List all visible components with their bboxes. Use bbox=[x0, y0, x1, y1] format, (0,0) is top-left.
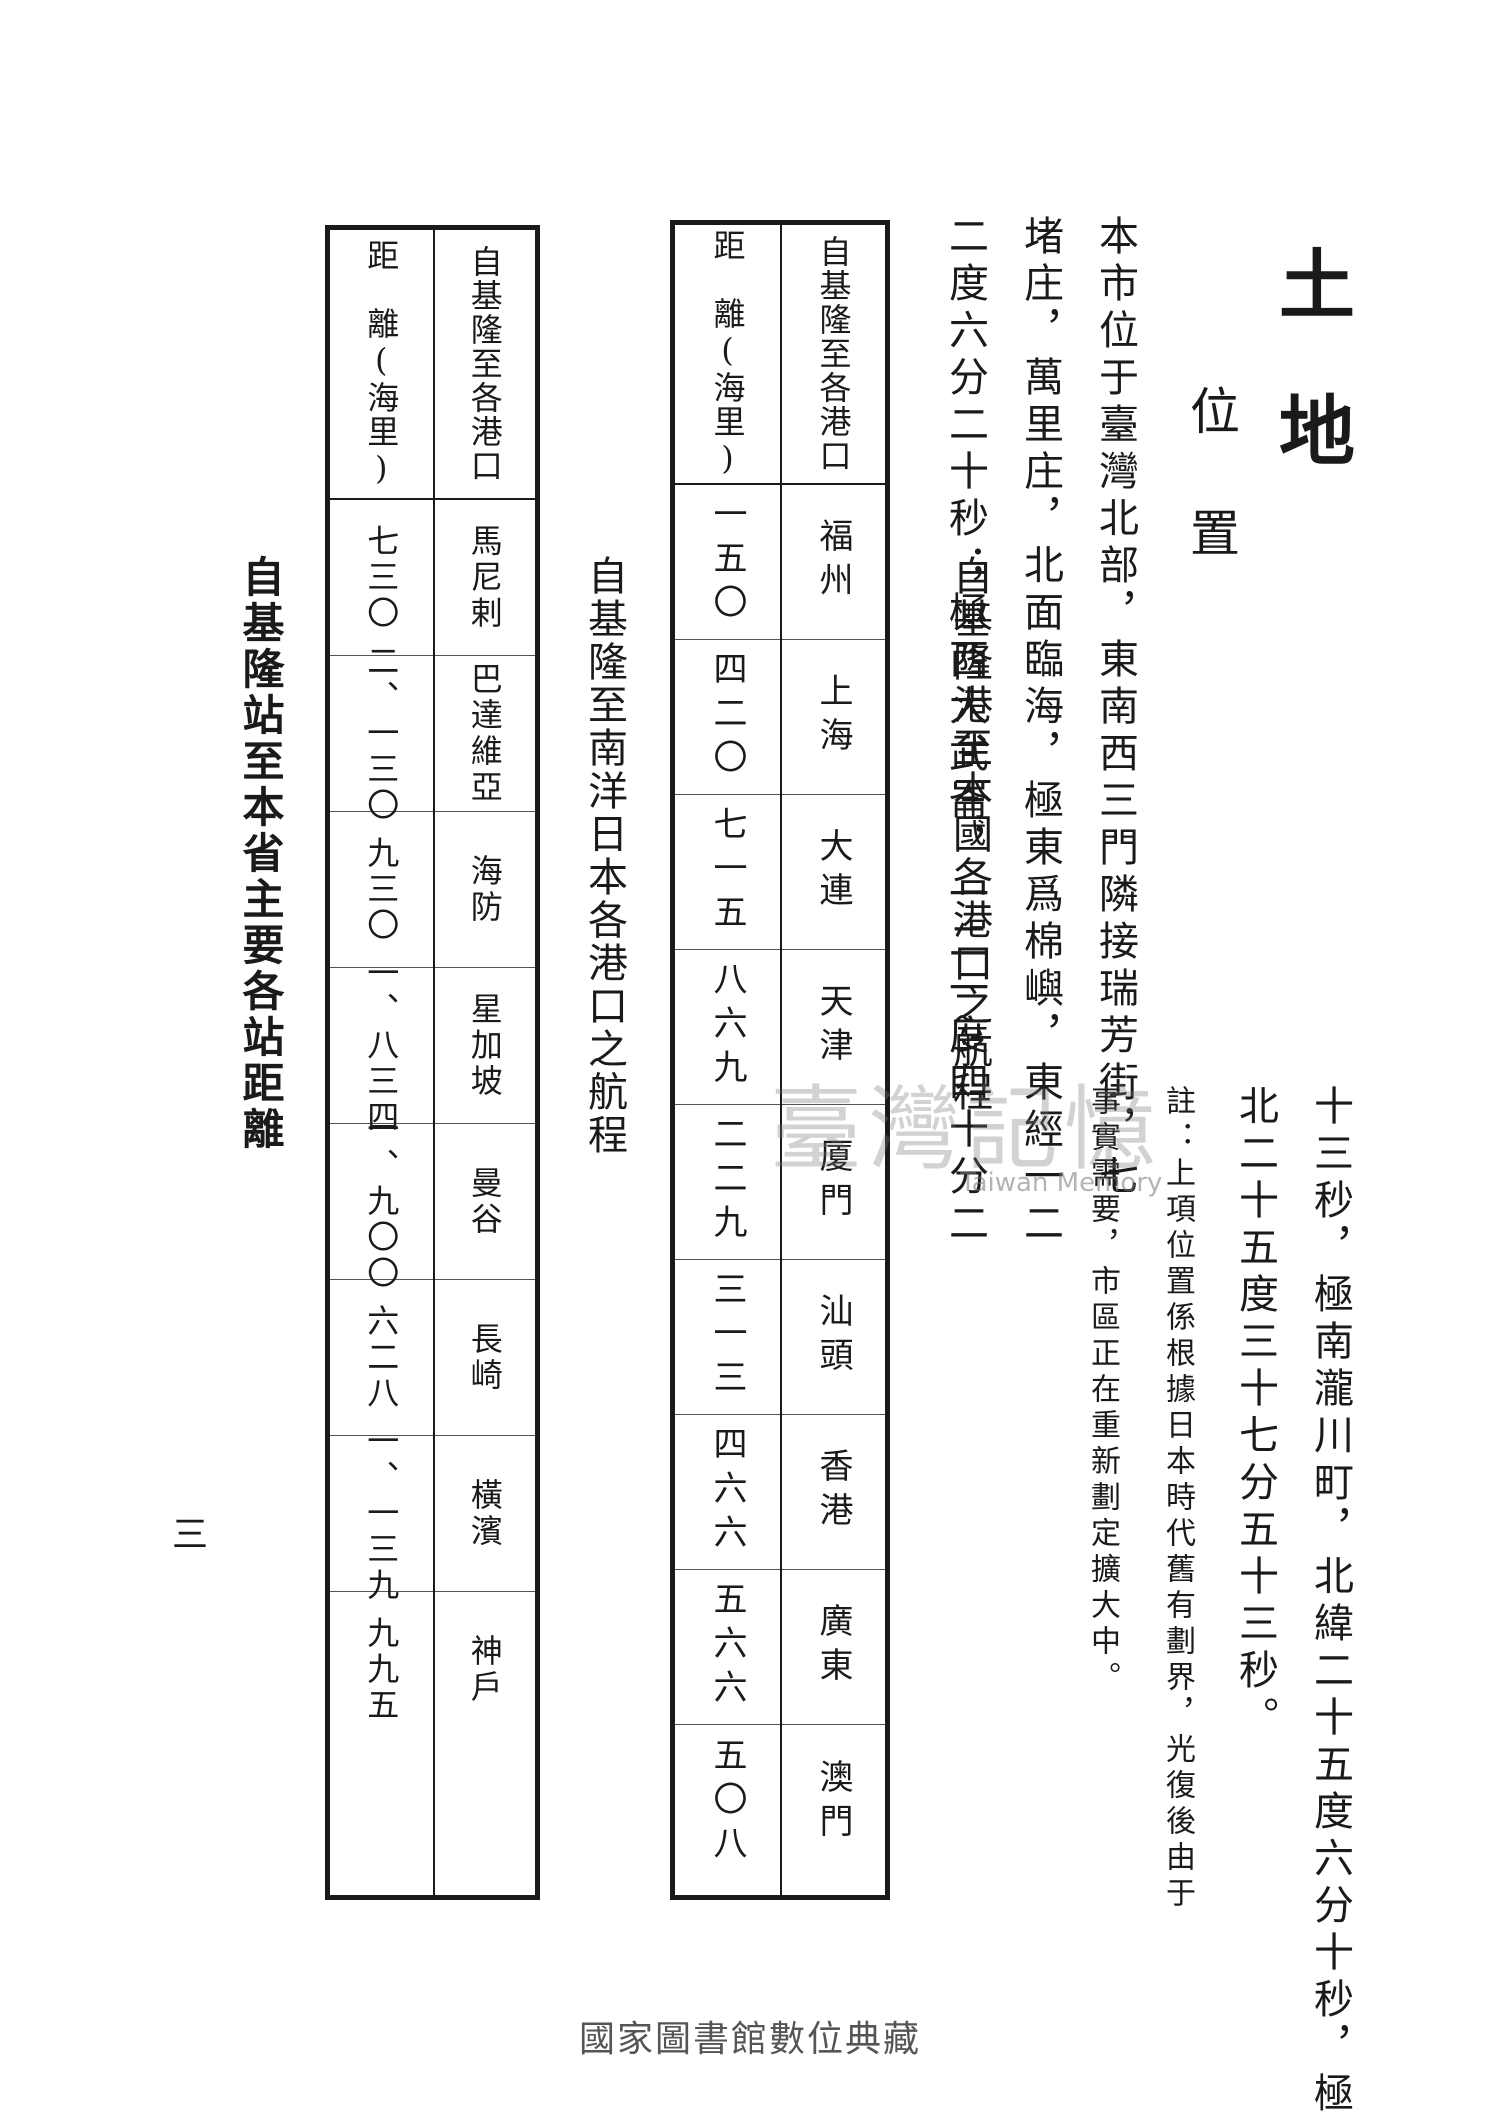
distance-cell: 四二〇 bbox=[675, 640, 780, 795]
distance-cell: 四六六 bbox=[675, 1415, 780, 1570]
route-column: 自基隆至各港口 馬尼剌 巴達維亞 海防 星加坡 曼谷 長崎 橫濱 神戶 bbox=[432, 230, 535, 1895]
distance-column: 距 離(海里) 七三〇 二、一三〇 九三〇 一、八三四 一、九〇〇 六二八 一、… bbox=[330, 230, 433, 1895]
paragraph-line-2: 堵庄，萬里庄，北面臨海，極東爲棉嶼，東經一二 bbox=[1017, 215, 1063, 1249]
port-cell: 星加坡 bbox=[434, 968, 535, 1124]
overseas-ports-table: 自基隆至各港口 馬尼剌 巴達維亞 海防 星加坡 曼谷 長崎 橫濱 神戶 距 離(… bbox=[325, 225, 540, 1900]
route-header: 自基隆至各港口 bbox=[434, 230, 535, 500]
port-cell: 福州 bbox=[782, 485, 885, 640]
note-line-1: 註：上項位置係根據日本時代舊有劃界，光復後由于 bbox=[1160, 1085, 1195, 1913]
paragraph-line-1: 本市位于臺灣北部，東南西三門隣接瑞芳街，七 bbox=[1092, 215, 1138, 1202]
port-cell: 長崎 bbox=[434, 1280, 535, 1436]
distance-cell: 七三〇 bbox=[330, 500, 433, 656]
distance-column: 距 離(海里) 一五〇 四二〇 七一五 八六九 二二九 三一三 四六六 五六六 … bbox=[675, 225, 780, 1895]
distance-cell: 一、九〇〇 bbox=[330, 1112, 433, 1292]
route-header: 自基隆至各港口 bbox=[782, 225, 885, 485]
port-cell: 神戶 bbox=[465, 1634, 504, 1706]
distance-cell: 七一五 bbox=[675, 795, 780, 950]
port-cell: 天津 bbox=[782, 950, 885, 1105]
distance-cell: 九三〇 bbox=[330, 812, 433, 968]
distance-header: 距 離(海里) bbox=[675, 225, 780, 485]
distance-cell: 八六九 bbox=[675, 950, 780, 1105]
port-cell: 大連 bbox=[782, 795, 885, 950]
footer-credit: 國家圖書館數位典藏 bbox=[578, 2019, 921, 2060]
distance-cell: 一五〇 bbox=[675, 485, 780, 640]
port-cell: 巴達維亞 bbox=[434, 656, 535, 812]
distance-cell: 一、八三四 bbox=[330, 956, 433, 1136]
distance-cell: 二二九 bbox=[675, 1105, 780, 1260]
page-number: 三 bbox=[166, 1515, 207, 1551]
subsection-heading: 位置 bbox=[1182, 385, 1240, 629]
port-cell: 厦門 bbox=[782, 1105, 885, 1260]
domestic-ports-table: 自基隆至各港口 福州 上海 大連 天津 厦門 汕頭 香港 廣東 澳門 距 離(海… bbox=[670, 220, 890, 1900]
route-column: 自基隆至各港口 福州 上海 大連 天津 厦門 汕頭 香港 廣東 澳門 bbox=[780, 225, 885, 1895]
port-cell: 海防 bbox=[434, 812, 535, 968]
port-cell: 曼谷 bbox=[434, 1124, 535, 1280]
distance-cell: 五〇八 bbox=[707, 1736, 747, 1869]
distance-cell: 一、一三九 bbox=[330, 1424, 433, 1604]
section-heading: 土地 bbox=[1266, 245, 1355, 537]
distance-cell: 六二八 bbox=[330, 1280, 433, 1436]
distance-cell: 三一三 bbox=[675, 1260, 780, 1415]
port-cell: 香港 bbox=[782, 1415, 885, 1570]
distance-cell: 九九五 bbox=[362, 1616, 401, 1724]
note-line-2: 事實需要，市區正在重新劃定擴大中。 bbox=[1085, 1085, 1120, 1697]
railway-distance-caption: 自基隆站至本省主要各站距離 bbox=[236, 555, 285, 1153]
distance-header: 距 離(海里) bbox=[330, 230, 433, 500]
port-cell: 廣東 bbox=[782, 1570, 885, 1725]
port-cell: 上海 bbox=[782, 640, 885, 795]
watermark-subtext: Taiwan Memory bbox=[960, 1168, 1163, 1198]
distance-cell: 二、一三〇 bbox=[330, 644, 433, 824]
distance-cell: 五六六 bbox=[675, 1570, 780, 1725]
paragraph-line-4: 十三秒，極南瀧川町，北緯二十五度六分十秒，極 bbox=[1307, 1085, 1353, 2119]
port-cell: 汕頭 bbox=[782, 1260, 885, 1415]
table-caption-domestic: 自基隆港至本國各港口之航程 bbox=[946, 555, 992, 1114]
port-cell: 橫濱 bbox=[434, 1436, 535, 1592]
paragraph-line-5: 北二十五度三十七分五十三秒。 bbox=[1232, 1085, 1278, 1743]
paragraph-line-3: 二度六分二十秒；極西大武崙，一二一度四十分二 bbox=[942, 215, 988, 1249]
port-cell: 馬尼剌 bbox=[434, 500, 535, 656]
table-caption-overseas: 自基隆至南洋日本各港口之航程 bbox=[581, 555, 627, 1157]
port-cell: 澳門 bbox=[813, 1758, 853, 1847]
